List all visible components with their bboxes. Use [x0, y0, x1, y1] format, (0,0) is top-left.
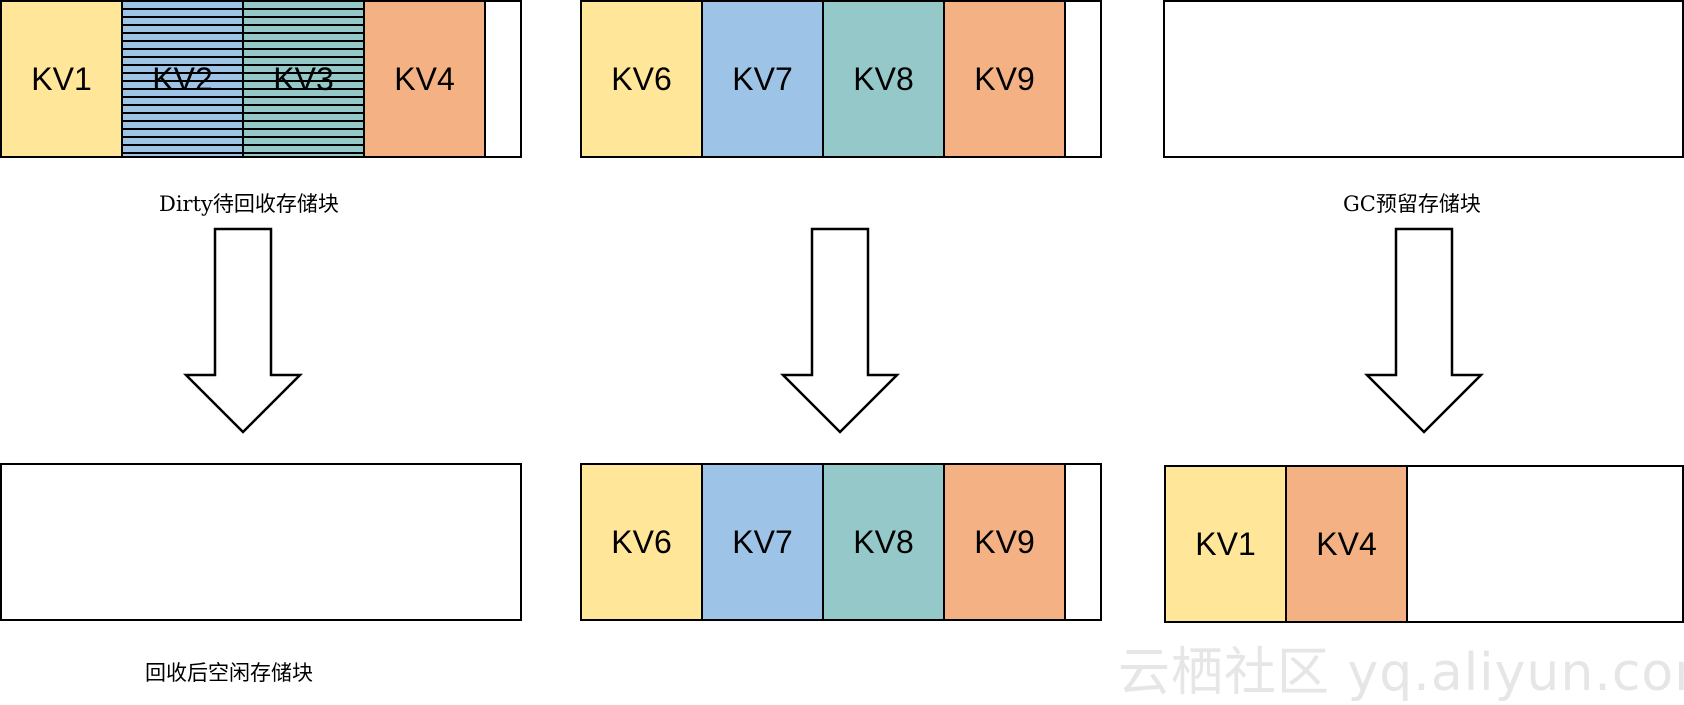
kv-label: KV7 [732, 60, 793, 97]
kv-cell: KV8 [824, 465, 945, 619]
free-block-caption: 回收后空闲存储块 [145, 661, 313, 685]
free-storage-block [0, 463, 522, 621]
kv-label: KV1 [1195, 525, 1256, 562]
gc-arrow [1363, 227, 1485, 434]
watermark-text: 云栖社区 yq.aliyun.com [1118, 643, 1684, 703]
middle-arrow [779, 227, 901, 434]
kv-cell: KV9 [945, 465, 1066, 619]
kv-label: KV4 [394, 60, 455, 97]
kv-label: KV8 [853, 523, 914, 560]
kv-label: KV6 [611, 523, 672, 560]
middle-storage-block-top: KV6 KV7 KV8 KV9 [580, 0, 1102, 158]
kv-cell: KV9 [945, 2, 1066, 156]
gc-reserved-block [1163, 0, 1684, 158]
kv-cell: KV6 [582, 2, 703, 156]
kv-label: KV7 [732, 523, 793, 560]
dirty-to-free-arrow [182, 227, 304, 434]
middle-storage-block-bottom: KV6 KV7 KV8 KV9 [580, 463, 1102, 621]
kv-label: KV2 [152, 60, 213, 97]
kv-cell: KV8 [824, 2, 945, 156]
kv-label: KV8 [853, 60, 914, 97]
kv-cell-hatched: KV2 [123, 2, 244, 156]
gc-block-after: KV1 KV4 [1164, 465, 1684, 623]
kv-label: KV9 [974, 60, 1035, 97]
kv-label: KV3 [273, 60, 334, 97]
kv-cell: KV1 [1166, 467, 1287, 621]
kv-cell: KV1 [2, 2, 123, 156]
kv-cell: KV7 [703, 2, 824, 156]
kv-label: KV9 [974, 523, 1035, 560]
kv-cell: KV6 [582, 465, 703, 619]
kv-label: KV6 [611, 60, 672, 97]
kv-cell: KV4 [365, 2, 486, 156]
kv-label: KV4 [1316, 525, 1377, 562]
dirty-block-caption: Dirty待回收存储块 [159, 192, 339, 216]
kv-cell-hatched: KV3 [244, 2, 365, 156]
kv-cell: KV4 [1287, 467, 1408, 621]
kv-label: KV1 [31, 60, 92, 97]
kv-cell: KV7 [703, 465, 824, 619]
dirty-storage-block: KV1 KV2 KV3 KV4 [0, 0, 522, 158]
gc-block-caption: GC预留存储块 [1343, 192, 1481, 216]
